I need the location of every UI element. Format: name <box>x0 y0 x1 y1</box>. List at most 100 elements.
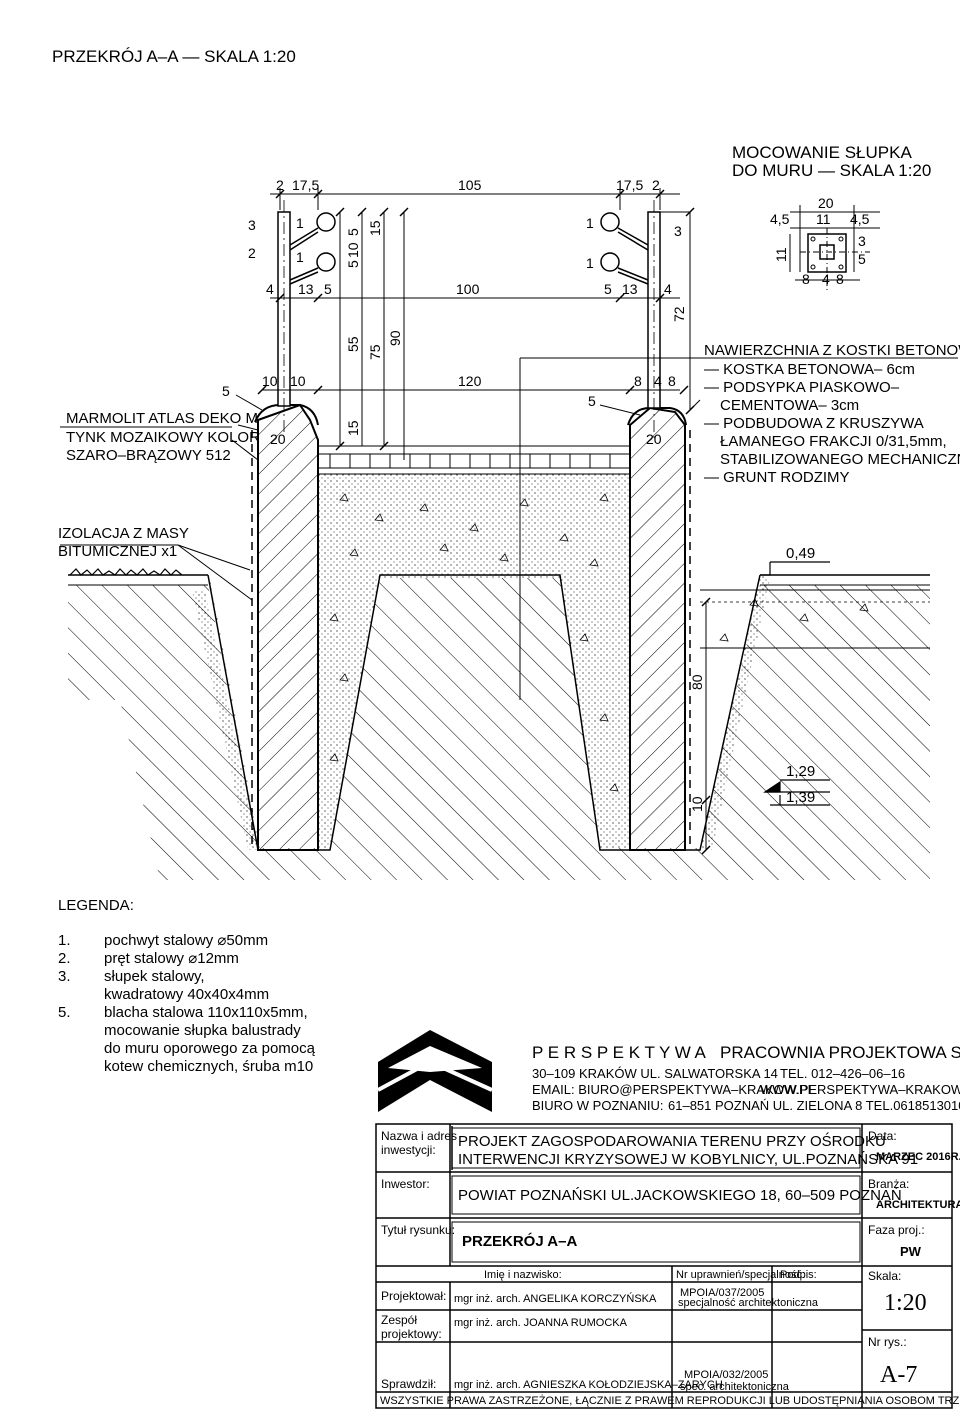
svg-text:4: 4 <box>664 281 672 297</box>
svg-text:5: 5 <box>604 281 612 297</box>
svg-text:5: 5 <box>324 281 332 297</box>
svg-text:kwadratowy 40x40x4mm: kwadratowy 40x40x4mm <box>104 986 269 1003</box>
svg-text:ŁAMANEGO FRAKCJI 0/31,5mm,: ŁAMANEGO FRAKCJI 0/31,5mm, <box>720 433 947 450</box>
svg-text:20: 20 <box>818 195 834 211</box>
svg-text:13: 13 <box>298 281 314 297</box>
svg-text:projektowy:: projektowy: <box>381 1327 442 1341</box>
svg-text:A-7: A-7 <box>880 1362 917 1388</box>
svg-text:Projektował:: Projektował: <box>381 1289 446 1303</box>
svg-text:15: 15 <box>367 220 383 236</box>
svg-text:13: 13 <box>622 281 638 297</box>
svg-text:TEL. 012–426–06–16: TEL. 012–426–06–16 <box>780 1066 905 1081</box>
svg-text:CEMENTOWA– 3cm: CEMENTOWA– 3cm <box>720 397 859 414</box>
svg-text:2: 2 <box>276 177 284 193</box>
svg-text:pręt stalowy ⌀12mm: pręt stalowy ⌀12mm <box>104 950 239 967</box>
svg-text:10: 10 <box>290 373 306 389</box>
svg-text:PRACOWNIA PROJEKTOWA SP. Z O.O: PRACOWNIA PROJEKTOWA SP. Z O.O. <box>720 1043 960 1062</box>
svg-text:61–851 POZNAŃ UL. ZIELONA 8 TE: 61–851 POZNAŃ UL. ZIELONA 8 TEL.06185130… <box>668 1098 960 1113</box>
svg-text:17,5: 17,5 <box>616 177 643 193</box>
svg-text:4: 4 <box>266 281 274 297</box>
svg-text:1: 1 <box>296 249 304 265</box>
svg-text:STABILIZOWANEGO MECHANICZNIE: STABILIZOWANEGO MECHANICZNIE <box>720 451 960 468</box>
svg-text:do muru oporowego za pomocą: do muru oporowego za pomocą <box>104 1040 316 1057</box>
right-post <box>647 200 661 440</box>
svg-text:3.: 3. <box>58 968 71 985</box>
svg-text:72: 72 <box>671 306 687 322</box>
svg-text:1,29: 1,29 <box>786 763 815 780</box>
svg-text:Nazwa i adres: Nazwa i adres <box>381 1129 457 1143</box>
svg-text:Data:: Data: <box>868 1129 897 1143</box>
drawing-title: PRZEKRÓJ A–A — SKALA 1:20 <box>52 47 296 66</box>
svg-text:— KOSTKA BETONOWA– 6cm: — KOSTKA BETONOWA– 6cm <box>704 361 915 378</box>
svg-text:1: 1 <box>296 215 304 231</box>
svg-text:mgr inż. arch. ANGELIKA KORCZY: mgr inż. arch. ANGELIKA KORCZYŃSKA <box>454 1292 657 1305</box>
svg-text:SZARO–BRĄZOWY 512: SZARO–BRĄZOWY 512 <box>66 447 231 464</box>
svg-text:30–109 KRAKÓW UL. SALWATORSK: 30–109 KRAKÓW UL. SALWATORSKA 14 <box>532 1066 778 1081</box>
svg-text:80: 80 <box>689 674 705 690</box>
svg-text:4,5: 4,5 <box>770 211 790 227</box>
svg-text:Nr rys.:: Nr rys.: <box>868 1335 907 1349</box>
svg-text:EMAIL: BIURO@PERSPEKTYWA–KRAKO: EMAIL: BIURO@PERSPEKTYWA–KRAKOW.PL <box>532 1082 815 1097</box>
svg-text:Faza proj.:: Faza proj.: <box>868 1223 925 1237</box>
material-labels: MARMOLIT ATLAS DEKO M TYNK MOZAIKOWY KOL… <box>58 342 960 806</box>
svg-text:BITUMICZNEJ x1: BITUMICZNEJ x1 <box>58 543 177 560</box>
svg-text:105: 105 <box>458 177 482 193</box>
svg-text:5.: 5. <box>58 1004 71 1021</box>
svg-text:4,5: 4,5 <box>850 211 870 227</box>
svg-text:PRZEKRÓJ A–A: PRZEKRÓJ A–A <box>462 1232 577 1250</box>
svg-text:1: 1 <box>586 255 594 271</box>
right-wall <box>629 406 686 851</box>
svg-text:2.: 2. <box>58 950 71 967</box>
svg-text:BIURO W POZNANIU:: BIURO W POZNANIU: <box>532 1098 663 1113</box>
svg-text:5: 5 <box>588 393 596 409</box>
svg-text:Branża:: Branża: <box>868 1177 909 1191</box>
left-handrail <box>289 212 336 285</box>
svg-text:spec. architektoniczna: spec. architektoniczna <box>680 1381 790 1393</box>
svg-text:3: 3 <box>674 223 682 239</box>
svg-text:mgr inż. arch. JOANNA RUMOCKA: mgr inż. arch. JOANNA RUMOCKA <box>454 1317 628 1329</box>
svg-text:Inwestor:: Inwestor: <box>381 1177 430 1191</box>
svg-text:MOCOWANIE SŁUPKA: MOCOWANIE SŁUPKA <box>732 143 912 162</box>
svg-text:inwestycji:: inwestycji: <box>381 1143 436 1157</box>
svg-text:POWIAT POZNAŃSKI UL.JACKOWSKIE: POWIAT POZNAŃSKI UL.JACKOWSKIEGO 18, 60–… <box>458 1187 902 1204</box>
svg-text:0,49: 0,49 <box>786 545 815 562</box>
svg-text:— GRUNT RODZIMY: — GRUNT RODZIMY <box>704 469 850 486</box>
svg-text:5: 5 <box>345 228 361 236</box>
svg-text:75: 75 <box>367 344 383 360</box>
svg-text:100: 100 <box>456 281 480 297</box>
svg-text:5: 5 <box>222 383 230 399</box>
svg-text:120: 120 <box>458 373 482 389</box>
svg-text:NAWIERZCHNIA Z KOSTKI BETONOWE: NAWIERZCHNIA Z KOSTKI BETONOWEJ: <box>704 342 960 359</box>
svg-text:10: 10 <box>262 373 278 389</box>
svg-text:MPOIA/032/2005: MPOIA/032/2005 <box>684 1369 768 1381</box>
svg-text:MARZEC 2016R.: MARZEC 2016R. <box>876 1151 960 1163</box>
company-logo <box>377 1030 493 1112</box>
svg-text:WSZYSTKIE PRAWA ZASTRZEŻONE, Ł: WSZYSTKIE PRAWA ZASTRZEŻONE, ŁĄCZNIE Z P… <box>380 1394 960 1407</box>
svg-text:8: 8 <box>634 373 642 389</box>
svg-text:2: 2 <box>652 177 660 193</box>
svg-text:1: 1 <box>586 215 594 231</box>
svg-text:pochwyt stalowy ⌀50mm: pochwyt stalowy ⌀50mm <box>104 932 268 949</box>
title-block: Nazwa i adres inwestycji: PROJEKT ZAGOSP… <box>375 1123 960 1409</box>
svg-text:słupek stalowy,: słupek stalowy, <box>104 968 205 985</box>
detail-mounting: MOCOWANIE SŁUPKA DO MURU — SKALA 1:20 20… <box>732 143 931 290</box>
svg-text:5: 5 <box>345 260 361 268</box>
level-markers <box>760 561 830 806</box>
svg-text:17,5: 17,5 <box>292 177 319 193</box>
svg-text:specjalność architektoniczna: specjalność architektoniczna <box>678 1297 819 1309</box>
svg-text:4: 4 <box>654 373 662 389</box>
svg-text:MARMOLIT ATLAS DEKO M: MARMOLIT ATLAS DEKO M <box>66 410 258 427</box>
svg-text:1:20: 1:20 <box>884 1290 927 1316</box>
left-wall <box>257 403 319 851</box>
svg-text:10: 10 <box>345 242 361 258</box>
svg-text:5: 5 <box>858 251 866 267</box>
svg-text:Podpis:: Podpis: <box>780 1269 817 1281</box>
svg-text:3: 3 <box>248 217 256 233</box>
svg-text:Zespół: Zespół <box>381 1313 417 1327</box>
svg-text:1.: 1. <box>58 932 71 949</box>
legend: LEGENDA: 1. pochwyt stalowy ⌀50mm 2. prę… <box>58 897 316 1075</box>
svg-text:mgr inż. arch. AGNIESZKA KOŁOD: mgr inż. arch. AGNIESZKA KOŁODZIEJSKA–ZA… <box>454 1379 723 1391</box>
svg-text:WWW.PERSPEKTYWA–KRAKOW.PL: WWW.PERSPEKTYWA–KRAKOW.PL <box>760 1082 960 1097</box>
svg-text:Tytuł rysunku:: Tytuł rysunku: <box>381 1223 455 1237</box>
